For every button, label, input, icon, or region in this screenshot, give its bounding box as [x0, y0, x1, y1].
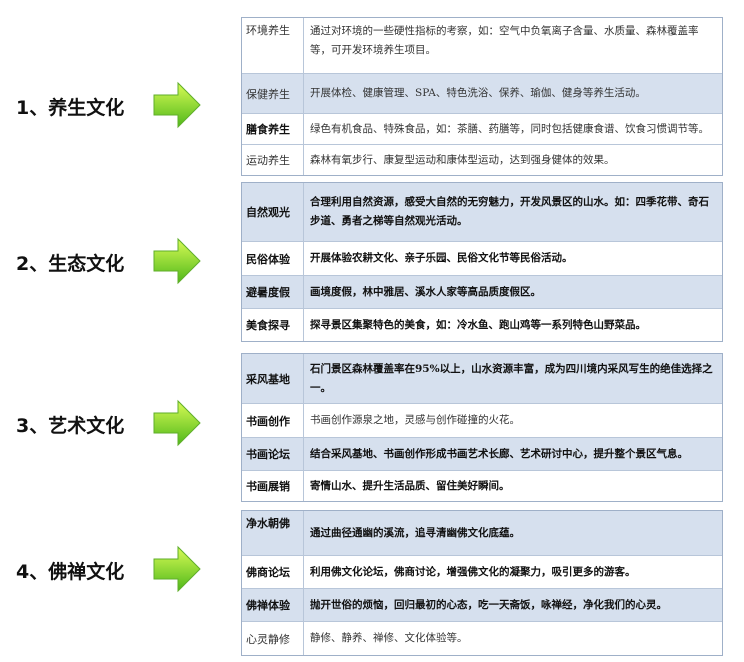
table-row: 心灵静修 静修、静养、禅修、文化体验等。: [242, 621, 722, 655]
arrow-right-icon: [153, 81, 201, 129]
row-text: 森林有氧步行、康复型运动和康体型运动，达到强身健体的效果。: [310, 153, 615, 166]
table-row: 佛禅体验 抛开世俗的烦恼，回归最初的心态，吃一天斋饭，咏禅经，净化我们的心灵。: [242, 588, 722, 621]
table-row: 膳食养生 绿色有机食品、特殊食品，如：茶膳、药膳等，同时包括健康食谱、饮食习惯调…: [242, 113, 722, 144]
row-key: 保健养生: [242, 74, 304, 113]
section-3-table: 采风基地 石门景区森林覆盖率在95%以上，山水资源丰富，成为四川境内采风写生的绝…: [241, 353, 723, 502]
section-4-title: 4、佛禅文化: [16, 561, 125, 583]
row-key: 运动养生: [242, 145, 304, 175]
row-key: 佛商论坛: [242, 556, 304, 588]
row-text: 通过曲径通幽的溪流，追寻清幽佛文化底蕴。: [310, 526, 520, 539]
row-text: 绿色有机食品、特殊食品，如：茶膳、药膳等，同时包括健康食谱、饮食习惯调节等。: [310, 122, 709, 135]
row-key: 美食探寻: [242, 309, 304, 341]
row-key: 净水朝佛: [242, 511, 304, 555]
row-text: 开展体检、健康管理、SPA、特色洗浴、保养、瑜伽、健身等养生活动。: [310, 87, 646, 99]
arrow-right-icon: [153, 399, 201, 447]
row-key: 书画展销: [242, 471, 304, 501]
arrow-right-icon: [153, 545, 201, 593]
row-key: 书画创作: [242, 404, 304, 437]
section-1-table: 环境养生 通过对环境的一些硬性指标的考察，如：空气中负氧离子含量、水质量、森林覆…: [241, 17, 723, 176]
row-key: 采风基地: [242, 354, 304, 403]
row-key: 民俗体验: [242, 242, 304, 275]
table-row: 佛商论坛 利用佛文化论坛，佛商讨论，增强佛文化的凝聚力，吸引更多的游客。: [242, 555, 722, 588]
section-2-title: 2、生态文化: [16, 253, 125, 275]
row-text: 结合采风基地、书画创作形成书画艺术长廊、艺术研讨中心，提升整个景区气息。: [310, 447, 688, 460]
row-text: 静修、静养、禅修、文化体验等。: [310, 632, 468, 644]
row-key: 避暑度假: [242, 276, 304, 308]
row-text: 通过对环境的一些硬性指标的考察，如：空气中负氧离子含量、水质量、森林覆盖率等，可…: [310, 25, 699, 56]
table-row: 净水朝佛 通过曲径通幽的溪流，追寻清幽佛文化底蕴。: [242, 511, 722, 555]
row-key: 自然观光: [242, 183, 304, 241]
row-key: 书画论坛: [242, 438, 304, 470]
row-text: 利用佛文化论坛，佛商讨论，增强佛文化的凝聚力，吸引更多的游客。: [310, 565, 636, 578]
table-row: 自然观光 合理利用自然资源，感受大自然的无穷魅力，开发风景区的山水。如：四季花带…: [242, 183, 722, 241]
table-row: 书画展销 寄情山水、提升生活品质、留住美好瞬间。: [242, 470, 722, 501]
row-key: 心灵静修: [242, 622, 304, 655]
row-text: 合理利用自然资源，感受大自然的无穷魅力，开发风景区的山水。如：四季花带、奇石步道…: [310, 196, 709, 227]
table-row: 民俗体验 开展体验农耕文化、亲子乐园、民俗文化节等民俗活动。: [242, 241, 722, 275]
table-row: 保健养生 开展体检、健康管理、SPA、特色洗浴、保养、瑜伽、健身等养生活动。: [242, 73, 722, 113]
row-text: 抛开世俗的烦恼，回归最初的心态，吃一天斋饭，咏禅经，净化我们的心灵。: [310, 598, 667, 611]
row-text: 开展体验农耕文化、亲子乐园、民俗文化节等民俗活动。: [310, 252, 573, 264]
table-row: 环境养生 通过对环境的一些硬性指标的考察，如：空气中负氧离子含量、水质量、森林覆…: [242, 18, 722, 73]
row-key: 环境养生: [242, 18, 304, 73]
row-key: 膳食养生: [242, 114, 304, 144]
section-1-title: 1、养生文化: [16, 97, 125, 119]
section-2-table: 自然观光 合理利用自然资源，感受大自然的无穷魅力，开发风景区的山水。如：四季花带…: [241, 182, 723, 342]
row-text: 石门景区森林覆盖率在95%以上，山水资源丰富，成为四川境内采风写生的绝佳选择之一…: [310, 362, 713, 394]
row-text: 书画创作源泉之地，灵感与创作碰撞的火花。: [310, 414, 520, 426]
table-row: 书画创作 书画创作源泉之地，灵感与创作碰撞的火花。: [242, 403, 722, 437]
row-text: 画境度假，林中雅居、溪水人家等高品质度假区。: [310, 285, 541, 298]
row-key: 佛禅体验: [242, 589, 304, 621]
section-4-table: 净水朝佛 通过曲径通幽的溪流，追寻清幽佛文化底蕴。 佛商论坛 利用佛文化论坛，佛…: [241, 510, 723, 656]
table-row: 采风基地 石门景区森林覆盖率在95%以上，山水资源丰富，成为四川境内采风写生的绝…: [242, 354, 722, 403]
row-text: 探寻景区集聚特色的美食，如：冷水鱼、跑山鸡等一系列特色山野菜品。: [310, 318, 646, 331]
table-row: 避暑度假 画境度假，林中雅居、溪水人家等高品质度假区。: [242, 275, 722, 308]
table-row: 运动养生 森林有氧步行、康复型运动和康体型运动，达到强身健体的效果。: [242, 144, 722, 175]
arrow-right-icon: [153, 237, 201, 285]
table-row: 美食探寻 探寻景区集聚特色的美食，如：冷水鱼、跑山鸡等一系列特色山野菜品。: [242, 308, 722, 341]
row-text: 寄情山水、提升生活品质、留住美好瞬间。: [310, 479, 510, 492]
table-row: 书画论坛 结合采风基地、书画创作形成书画艺术长廊、艺术研讨中心，提升整个景区气息…: [242, 437, 722, 470]
section-3-title: 3、艺术文化: [16, 415, 125, 437]
